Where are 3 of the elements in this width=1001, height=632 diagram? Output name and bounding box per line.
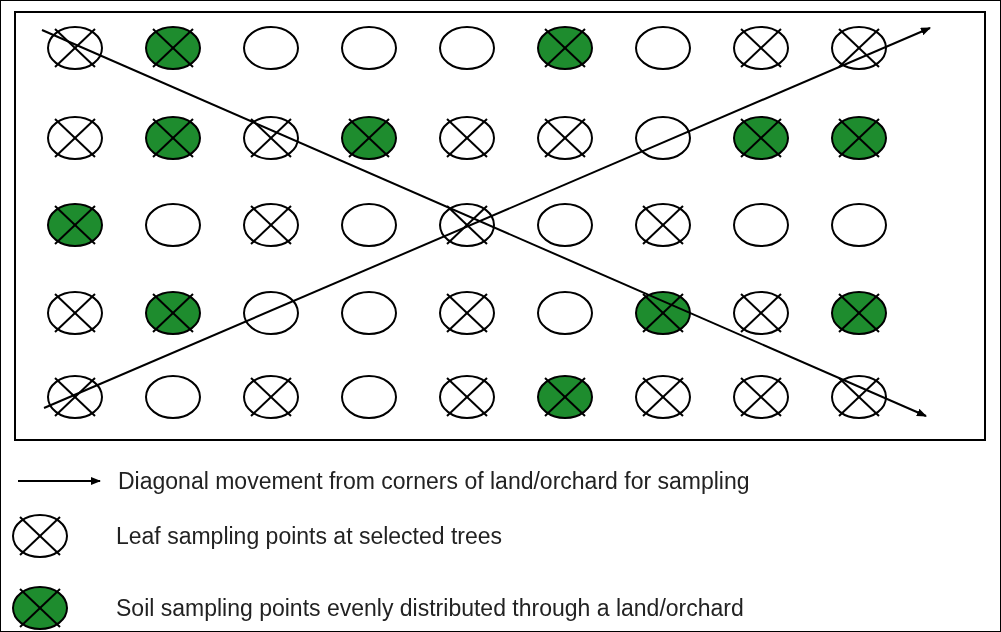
legend-text: Leaf sampling points at selected trees <box>116 522 503 550</box>
legend-text: Diagonal movement from corners of land/orchard for sampling <box>118 467 750 495</box>
legend-text: Soil sampling points evenly distributed through a land/orchard <box>116 594 744 622</box>
